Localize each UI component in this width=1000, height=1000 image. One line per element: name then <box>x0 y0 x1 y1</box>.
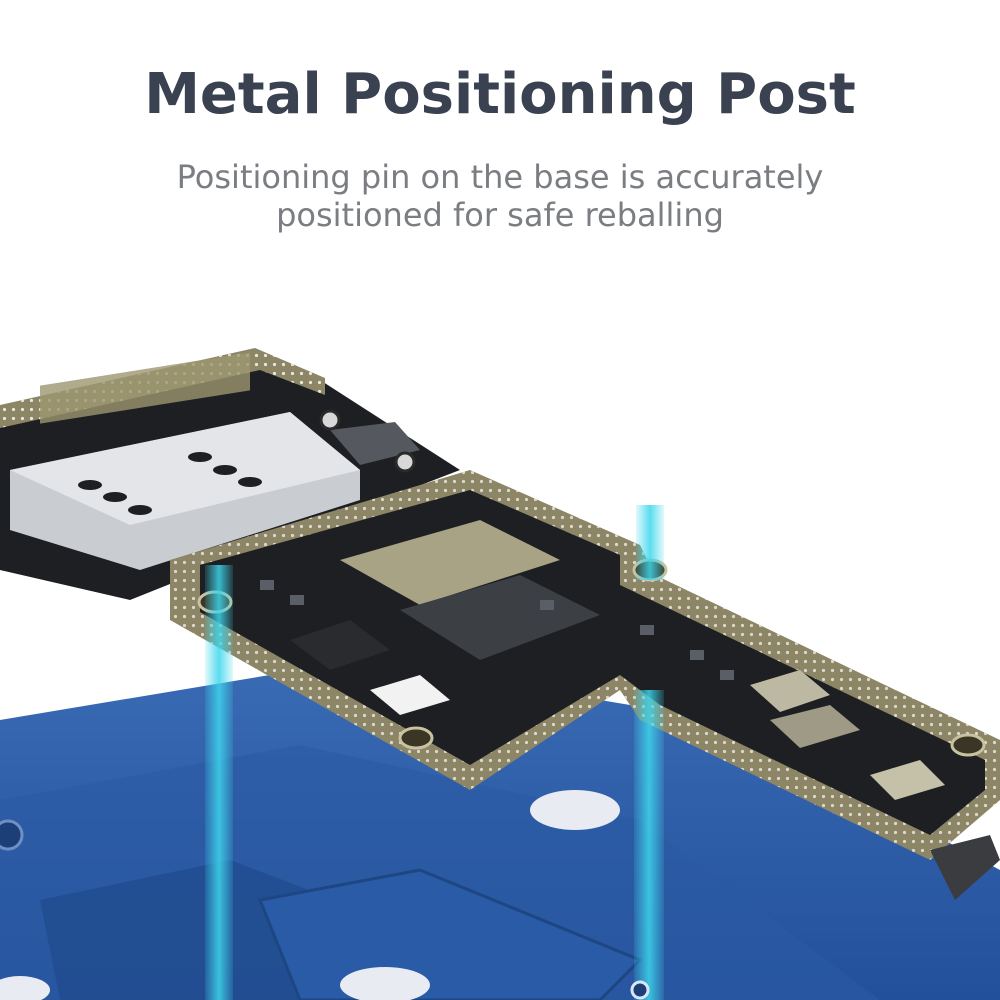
small-chip <box>750 670 830 712</box>
page-title: Metal Positioning Post <box>144 62 856 127</box>
page-subtitle: Positioning pin on the base is accuratel… <box>0 158 1000 234</box>
sim-tray-holes <box>78 452 262 515</box>
flex-connector <box>930 835 1000 900</box>
base-hole <box>340 967 430 1000</box>
small-chip <box>870 760 945 800</box>
main-pcb-board <box>170 470 1000 900</box>
positioning-hole <box>398 726 434 750</box>
memory-chip <box>340 520 560 605</box>
base-hole <box>0 976 50 1000</box>
small-chip <box>770 705 860 748</box>
upper-pcb-board <box>0 348 460 600</box>
positioning-post <box>0 819 24 851</box>
laser-beam <box>205 565 233 1000</box>
flex-connector <box>330 422 420 465</box>
positioning-hole <box>950 733 986 757</box>
subtitle-line-1: Positioning pin on the base is accuratel… <box>176 158 824 196</box>
processor-chip <box>400 575 600 660</box>
small-chip <box>290 620 390 670</box>
alignment-beams <box>205 505 664 1000</box>
subtitle-line-2: positioned for safe reballing <box>276 196 724 234</box>
base-hole <box>530 790 620 830</box>
positioning-post <box>630 980 650 1000</box>
laser-beam <box>634 690 664 1000</box>
laser-beam <box>636 505 664 580</box>
small-chip <box>370 675 450 715</box>
